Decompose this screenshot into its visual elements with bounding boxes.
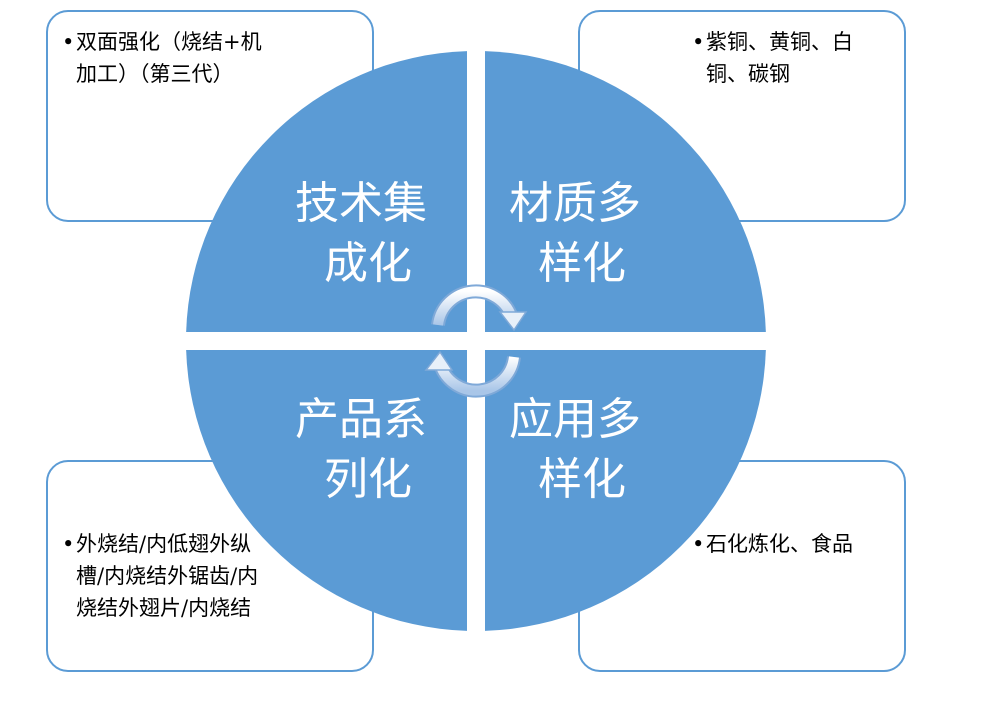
quadrant-product-series [186,350,467,631]
quadrant-title-tl-line1: 技术集 [295,178,427,229]
quadrant-title-tr-line2: 样化 [538,238,626,289]
detail-text-application-diversity: 石化炼化、食品 [692,528,902,560]
quadrant-title-bl-line1: 产品系 [295,394,427,445]
quadrant-material-diversity [485,51,766,332]
quadrant-title-br-line1: 应用多 [509,394,641,445]
quadrant-title-tl-line2: 成化 [324,238,412,289]
quadrant-title-br-line2: 样化 [538,454,626,505]
detail-text-material-diversity: 紫铜、黄铜、白铜、碳钢 [692,26,892,90]
quadrant-title-bl-line2: 列化 [324,454,412,505]
svg-text:应用多 样化: 应用多 样化 [509,394,655,505]
quadrant-tech-integration [186,51,467,332]
quadrant-application-diversity [485,350,766,631]
cycle-arrow-bottom-icon [424,350,521,398]
svg-text:产品系 列化: 产品系 列化 [295,394,441,505]
svg-text:材质多 样化: 材质多 样化 [509,178,655,289]
svg-text:技术集 成化: 技术集 成化 [295,178,441,289]
detail-text-product-series: 外烧结/内低翅外纵槽/内烧结外锯齿/内烧结外翅片/内烧结 [62,528,268,624]
cycle-arrow-top-icon [431,284,528,332]
quadrant-title-tr-line1: 材质多 [509,178,641,229]
detail-text-tech-integration: 双面强化（烧结+机加工）（第三代） [62,26,262,90]
